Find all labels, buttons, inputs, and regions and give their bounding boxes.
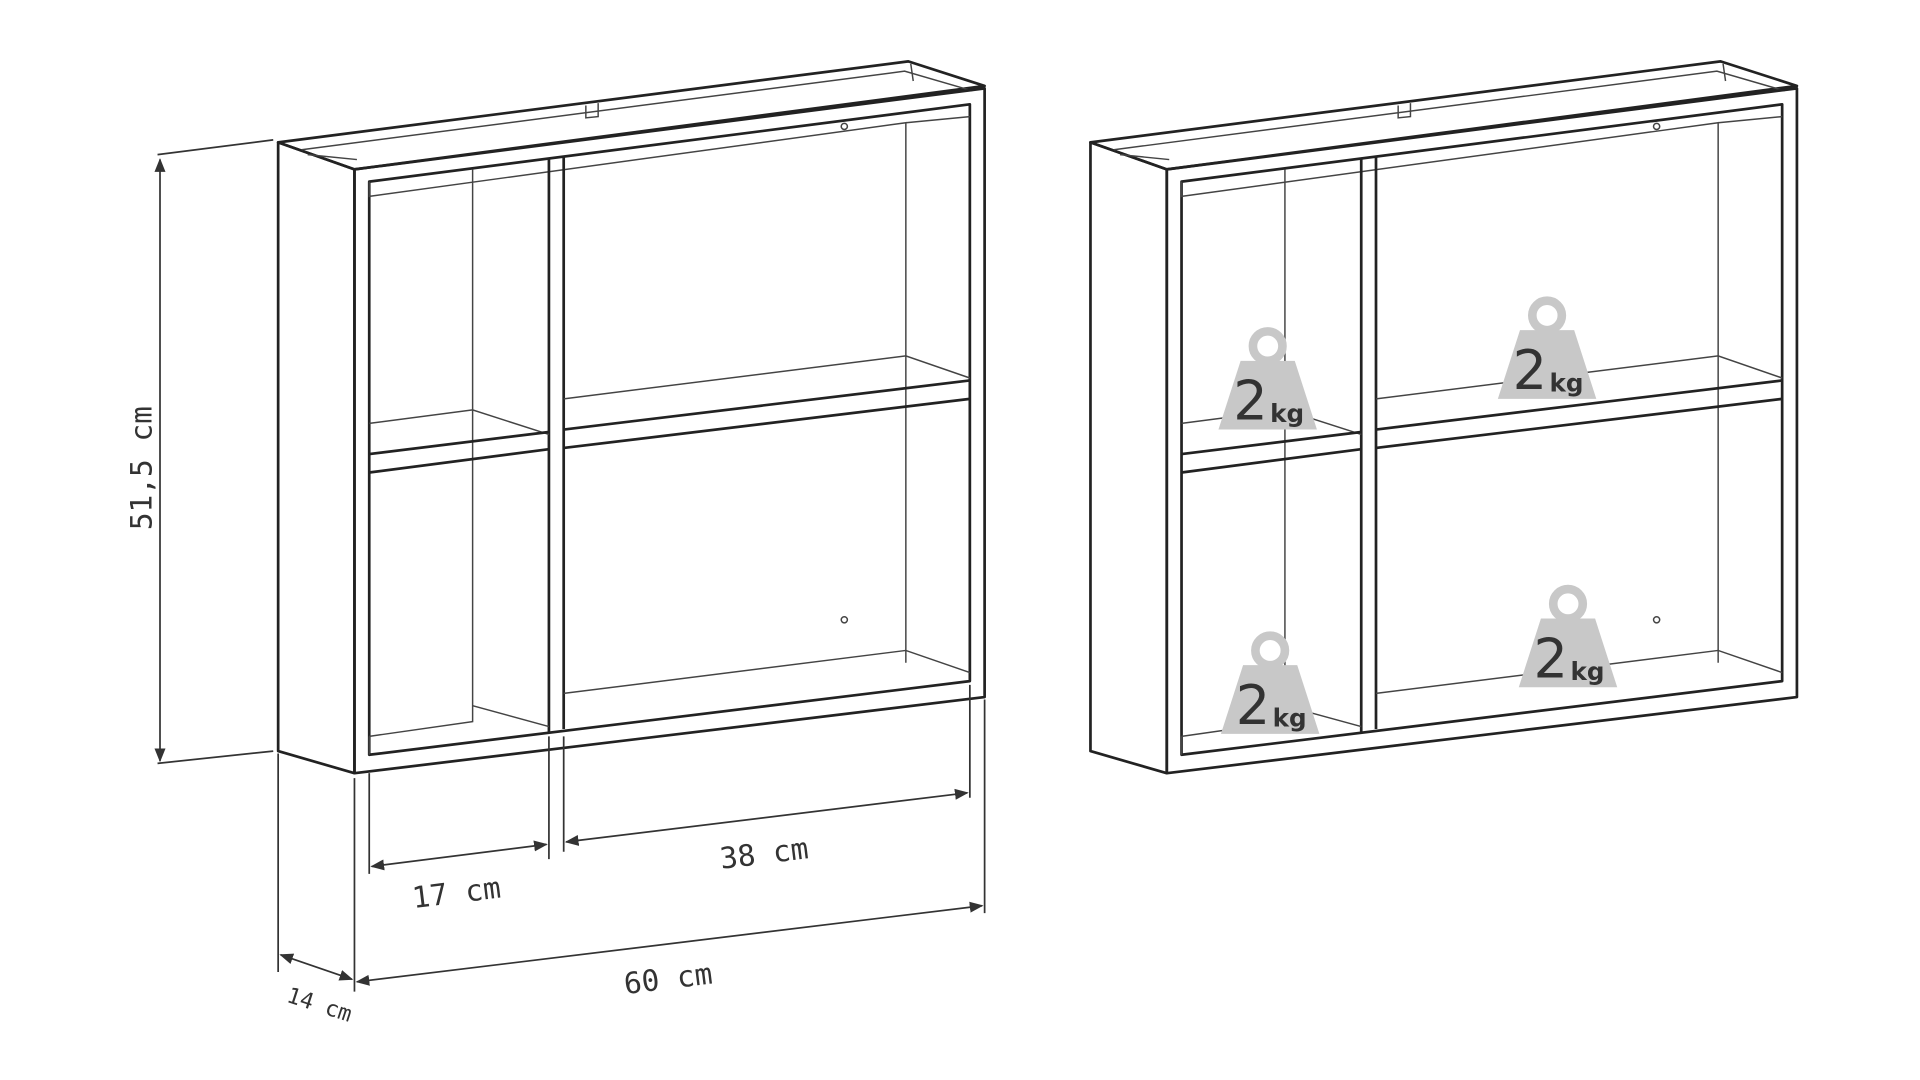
weight-badge-top-left: 2 kg bbox=[1218, 331, 1316, 432]
svg-text:2: 2 bbox=[1534, 628, 1568, 691]
weight-badge-bottom-left: 2 kg bbox=[1221, 636, 1319, 737]
svg-text:kg: kg bbox=[1273, 704, 1307, 733]
shelf-unit-dimensioned bbox=[276, 60, 986, 775]
weight-badge-bottom-right: 2 kg bbox=[1519, 589, 1617, 690]
svg-text:2: 2 bbox=[1233, 370, 1267, 433]
shelf-unit-load bbox=[1089, 60, 1799, 775]
height-dimension-label: 51,5 cm bbox=[124, 406, 158, 530]
svg-text:2: 2 bbox=[1513, 339, 1547, 402]
svg-text:kg: kg bbox=[1550, 369, 1584, 398]
dimension-lines bbox=[154, 139, 986, 992]
right-width-dimension-label: 38 cm bbox=[718, 831, 810, 876]
svg-text:2: 2 bbox=[1236, 674, 1270, 737]
left-width-dimension-label: 17 cm bbox=[410, 871, 502, 916]
depth-dimension-label: 14 cm bbox=[284, 982, 355, 1027]
svg-text:kg: kg bbox=[1570, 657, 1604, 686]
weight-badge-top-right: 2 kg bbox=[1498, 301, 1596, 402]
total-width-dimension-label: 60 cm bbox=[622, 957, 714, 1002]
svg-text:kg: kg bbox=[1270, 399, 1304, 428]
